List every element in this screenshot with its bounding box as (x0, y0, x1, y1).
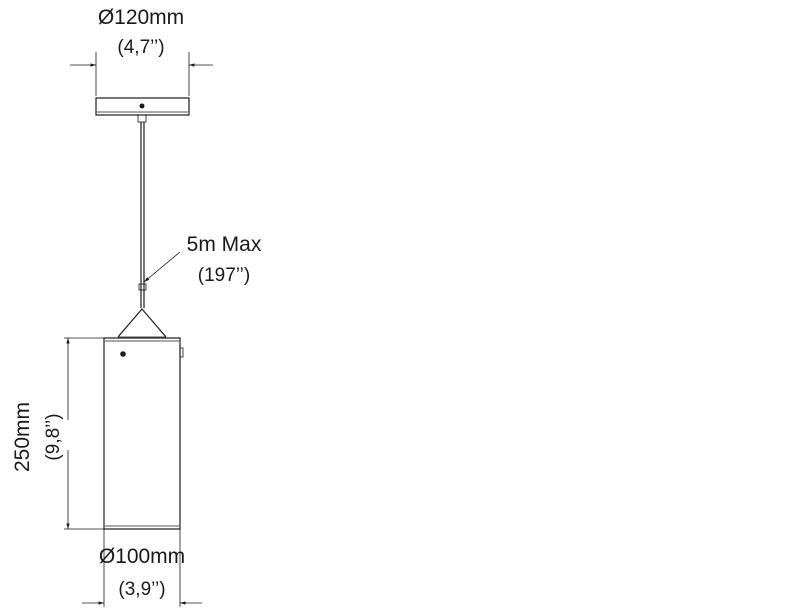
body-diameter-dimension: Ø100mm (3,9’’) (82, 529, 202, 607)
body-cylinder (103, 337, 181, 530)
body-height-dimension: 250mm (9,8’’) (11, 337, 104, 530)
body-height-label: 250mm (11, 402, 34, 472)
luminaire-body (103, 337, 184, 530)
suspension-bracket (117, 308, 167, 338)
body-diameter-label: Ø100mm (99, 545, 185, 568)
body-side-knob (179, 347, 184, 358)
cable-grip-top (137, 114, 147, 123)
cable-length-imperial-label: (197’’) (198, 265, 250, 286)
body-diameter-imperial-label: (3,9’’) (118, 579, 165, 600)
body-height-imperial-label: (9,8’’) (43, 413, 64, 460)
cable-grip-bottom (138, 283, 147, 291)
canopy-width-dimension: Ø120mm (4,7’’) (70, 6, 213, 96)
canopy-diameter-imperial-label: (4,7’’) (117, 37, 164, 58)
canopy-screw (139, 103, 145, 109)
bracket-outline (117, 308, 167, 338)
suspension-cable (138, 122, 147, 308)
canopy (95, 97, 190, 123)
cable-length-dimension: 5m Max (197’’) (143, 233, 262, 286)
cable-length-label: 5m Max (187, 233, 262, 256)
body-screw (120, 351, 126, 357)
cable-leader-line (143, 251, 181, 283)
canopy-diameter-label: Ø120mm (98, 6, 184, 29)
